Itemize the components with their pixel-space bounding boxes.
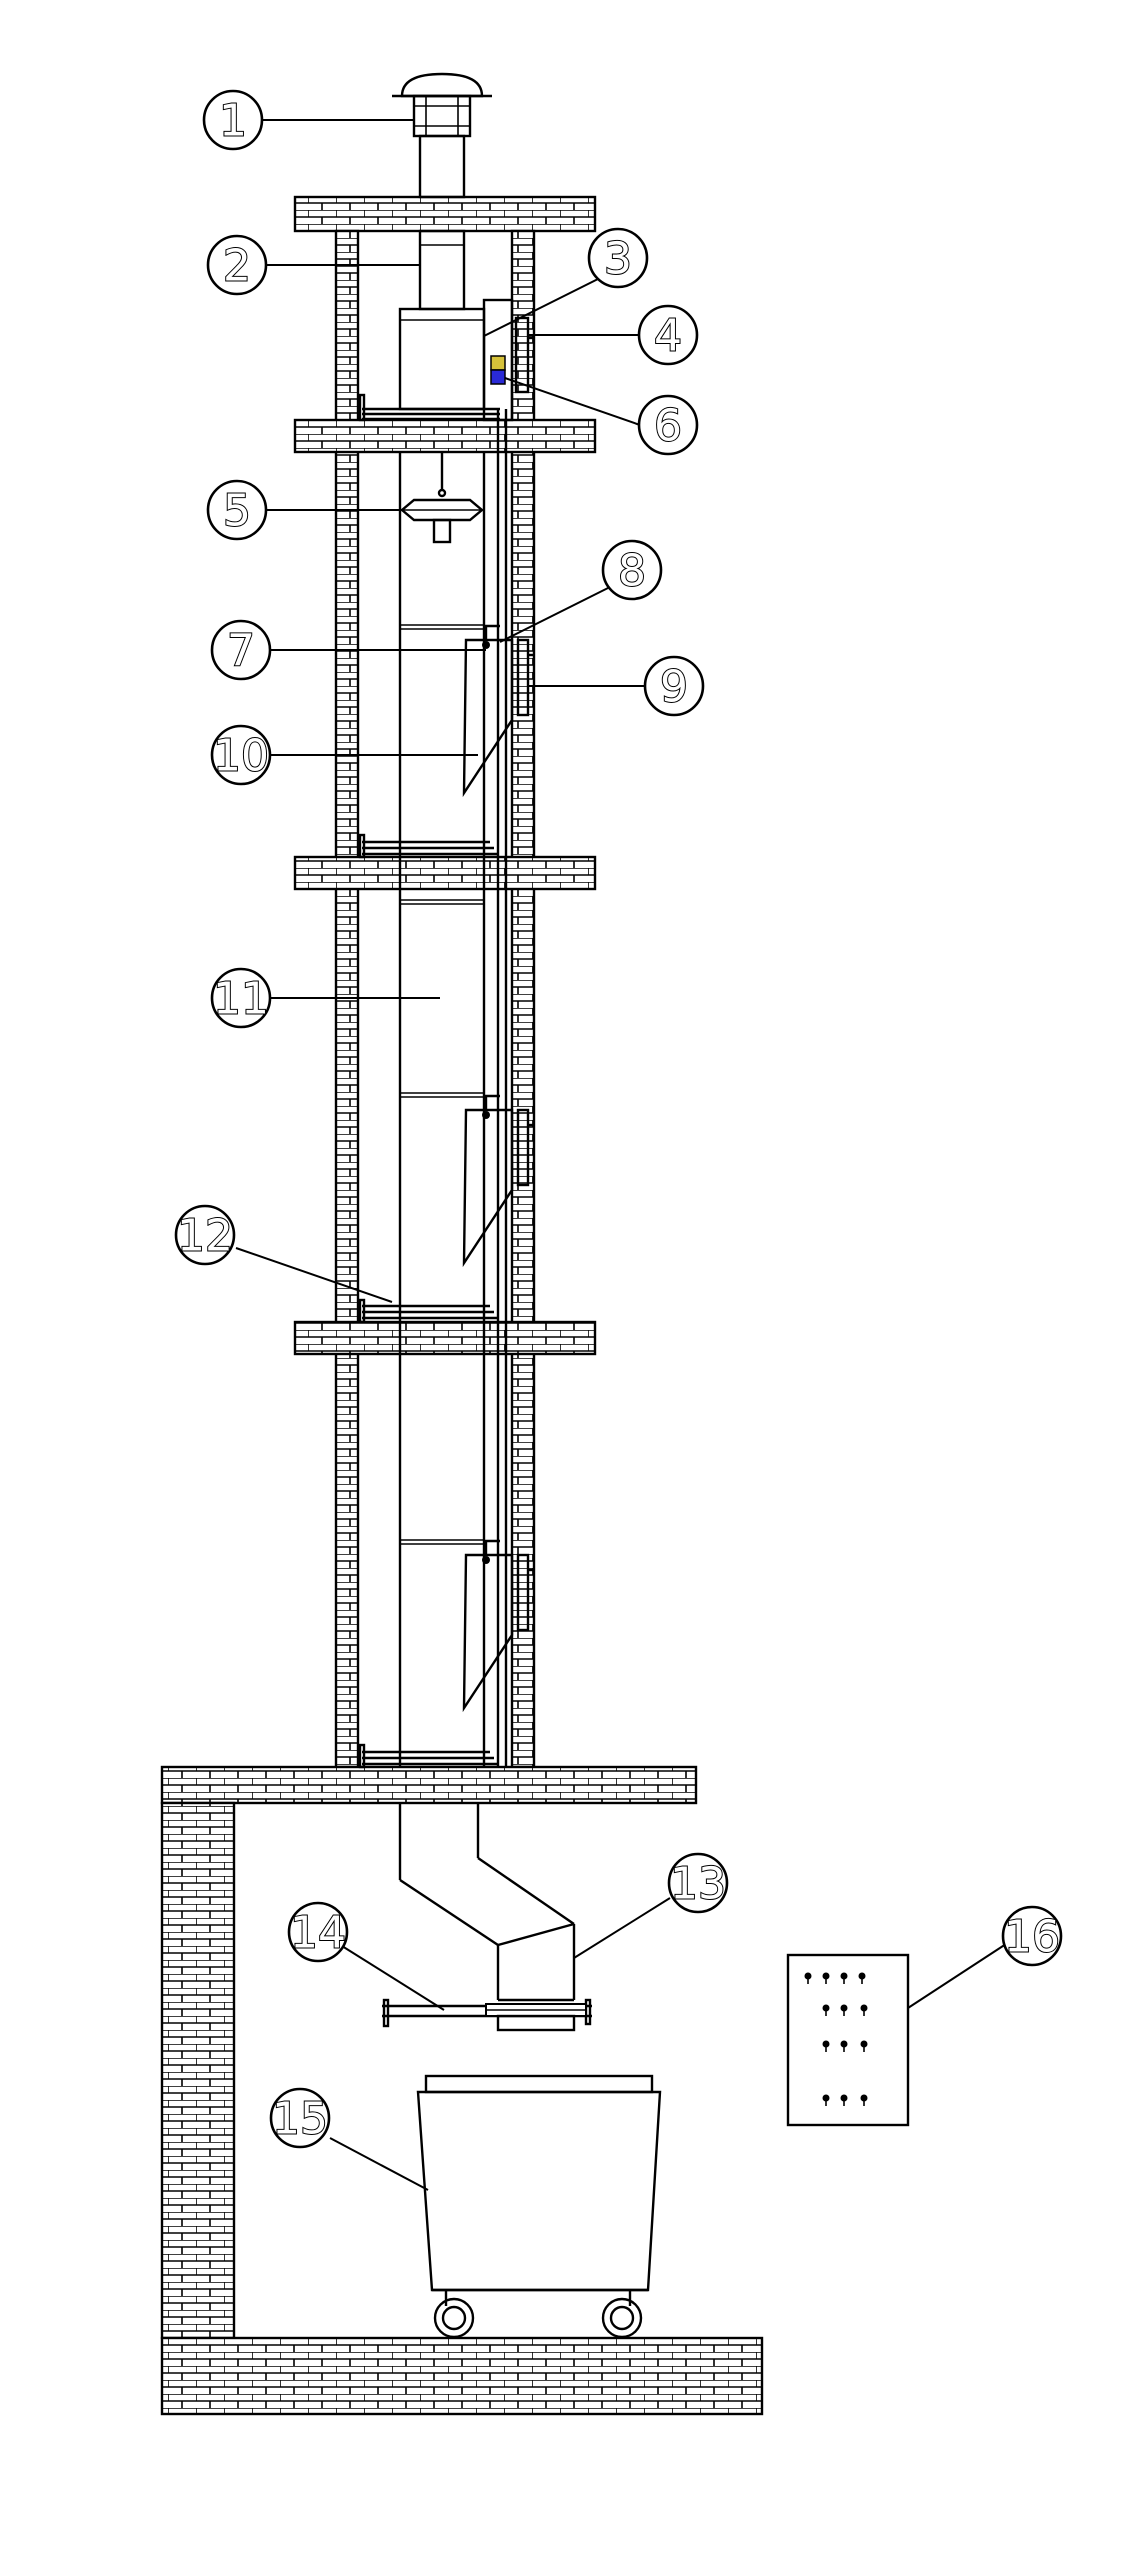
callout-2: 2 [206,234,268,296]
callout-16: 16 [1001,1905,1063,1967]
callout-label: 15 [272,2094,328,2145]
floor-slab-1 [293,418,597,454]
basement-floor [160,2336,764,2416]
hopper-door-3 [462,1539,534,1713]
basement-left-wall [160,1801,236,2340]
callout-label: 3 [604,234,632,285]
callout-label: 9 [660,662,688,713]
vent-cap [392,72,492,199]
callout-label: 5 [223,486,251,537]
callout-13: 13 [667,1852,729,1914]
callout-15: 15 [269,2087,331,2149]
callout-10: 10 [210,724,272,786]
garbage-bin [416,2074,662,2339]
sensor-icon [490,355,506,385]
callout-12: 12 [174,1204,236,1266]
callout-14: 14 [287,1901,349,1963]
brick-structure [160,195,764,2416]
callout-label: 14 [290,1908,346,1959]
floor-slab-2 [293,855,597,891]
control-panel [786,1953,910,2127]
callout-label: 7 [227,626,255,677]
callout-5: 5 [206,479,268,541]
callout-label: 4 [654,311,682,362]
leader-lines [235,119,1007,2191]
support-plate [358,833,498,1769]
callout-label: 12 [177,1211,233,1262]
callout-3: 3 [587,227,649,289]
top-slab [293,195,597,233]
hopper-door-1 [462,624,534,798]
gate-valve [382,1998,592,2032]
callout-8: 8 [601,539,663,601]
callout-label: 16 [1004,1912,1060,1963]
callout-11: 11 [210,967,272,1029]
callout-4: 4 [637,304,699,366]
callout-9: 9 [643,655,705,717]
callout-7: 7 [210,619,272,681]
callout-label: 2 [223,241,251,292]
floor-slab-3 [293,1320,597,1356]
callout-label: 13 [670,1859,726,1910]
hopper-door-2 [462,1094,534,1268]
callout-label: 8 [618,546,646,597]
callout-label: 10 [213,731,269,782]
vent-pipe [358,229,500,422]
callout-6: 6 [637,394,699,456]
callout-label: 11 [213,974,269,1025]
callout-label: 6 [654,401,682,452]
callout-label: 1 [219,96,247,147]
sprinkler-icon [400,452,484,544]
control-panel-buttons [804,1972,868,2106]
ground-slab [160,1765,698,1805]
discharge-chute [398,1803,576,2000]
callout-1: 1 [202,89,264,151]
right-shaft-wall [510,229,536,1769]
